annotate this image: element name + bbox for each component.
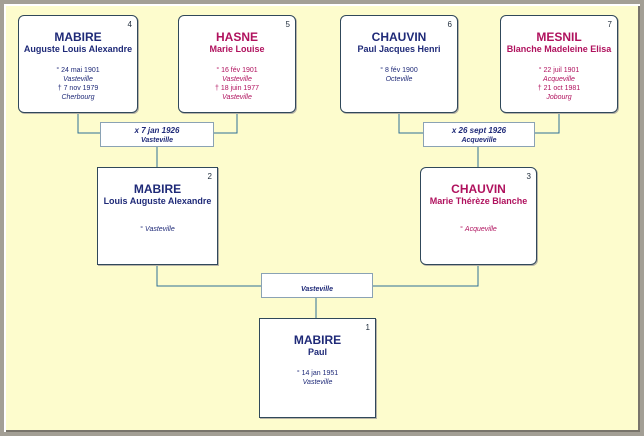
sosa-number: 4	[127, 20, 132, 29]
person-given-names: Paul	[307, 347, 327, 357]
person-card-paul-chauvin[interactable]: 6 CHAUVIN Paul Jacques Henri ° 8 fév 190…	[340, 15, 458, 113]
birth-date: ° 16 fév 1901	[216, 67, 258, 74]
death-place: Cherbourg	[61, 94, 95, 101]
person-card-louis-mabire[interactable]: 2 MABIRE Louis Auguste Alexandre ° Vaste…	[97, 167, 218, 265]
person-surname: MABIRE	[54, 30, 102, 44]
marriage-date: x 26 sept 1926	[451, 126, 507, 135]
person-surname: MABIRE	[293, 333, 342, 347]
birth-place: Acqueville	[543, 76, 575, 83]
marriage-place: Acqueville	[461, 137, 497, 144]
death-date: † 21 oct 1981	[537, 85, 581, 92]
death-place: Vasteville	[222, 94, 252, 101]
person-given-names: Marie Louise	[209, 44, 265, 54]
birth-date: °	[460, 226, 463, 233]
birth-place: Vasteville	[63, 76, 93, 83]
birth-place: Vasteville	[302, 379, 333, 386]
person-card-marie-louise-hasne[interactable]: 5 HASNE Marie Louise ° 16 fév 1901 Vaste…	[178, 15, 296, 113]
birth-date: ° 24 mai 1901	[56, 67, 100, 74]
person-surname: MABIRE	[133, 182, 182, 196]
death-date: † 7 nov 1979	[57, 85, 99, 92]
person-given-names: Paul Jacques Henri	[357, 44, 441, 54]
birth-place: Acqueville	[464, 226, 497, 233]
birth-date: ° 14 jan 1951	[296, 370, 339, 377]
person-given-names: Marie Thérèze Blanche	[429, 196, 528, 206]
sosa-number: 3	[526, 172, 531, 181]
marriage-box-2-3[interactable]: Vasteville	[261, 273, 373, 298]
sosa-number: 2	[207, 172, 212, 181]
person-card-auguste-mabire[interactable]: 4 MABIRE Auguste Louis Alexandre ° 24 ma…	[18, 15, 138, 113]
person-surname: CHAUVIN	[371, 30, 427, 44]
sosa-number: 7	[607, 20, 612, 29]
birth-date: °	[140, 226, 144, 233]
sosa-number: 6	[447, 20, 452, 29]
person-given-names: Blanche Madeleine Elisa	[506, 44, 612, 54]
birth-line: ° Vasteville	[98, 225, 217, 234]
birth-date: ° 22 juil 1901	[538, 67, 580, 74]
marriage-place: Vasteville	[140, 137, 174, 144]
marriage-date	[262, 277, 372, 285]
birth-date: ° 8 fév 1900	[380, 67, 418, 74]
person-given-names: Auguste Louis Alexandre	[23, 44, 133, 54]
person-surname: MESNIL	[536, 30, 582, 44]
birth-place: Octeville	[385, 76, 413, 83]
person-card-marie-chauvin[interactable]: 3 CHAUVIN Marie Thérèze Blanche ° Acquev…	[420, 167, 537, 265]
person-surname: HASNE	[215, 30, 258, 44]
death-date: † 18 juin 1977	[215, 85, 259, 92]
marriage-box-4-5[interactable]: x 7 jan 1926 Vasteville	[100, 122, 214, 147]
birth-place: Vasteville	[222, 76, 252, 83]
death-place: Jobourg	[546, 94, 572, 101]
person-card-blanche-mesnil[interactable]: 7 MESNIL Blanche Madeleine Elisa ° 22 ju…	[500, 15, 618, 113]
marriage-box-6-7[interactable]: x 26 sept 1926 Acqueville	[423, 122, 535, 147]
person-surname: CHAUVIN	[451, 182, 506, 196]
person-card-paul-mabire[interactable]: 1 MABIRE Paul ° 14 jan 1951 Vasteville	[259, 318, 376, 418]
person-given-names: Louis Auguste Alexandre	[103, 196, 212, 206]
birth-place: Vasteville	[145, 226, 175, 233]
sosa-number: 5	[285, 20, 290, 29]
marriage-date: x 7 jan 1926	[134, 126, 180, 135]
birth-line: ° Acqueville	[421, 225, 536, 234]
sosa-number: 1	[365, 323, 370, 332]
marriage-place: Vasteville	[300, 286, 334, 293]
